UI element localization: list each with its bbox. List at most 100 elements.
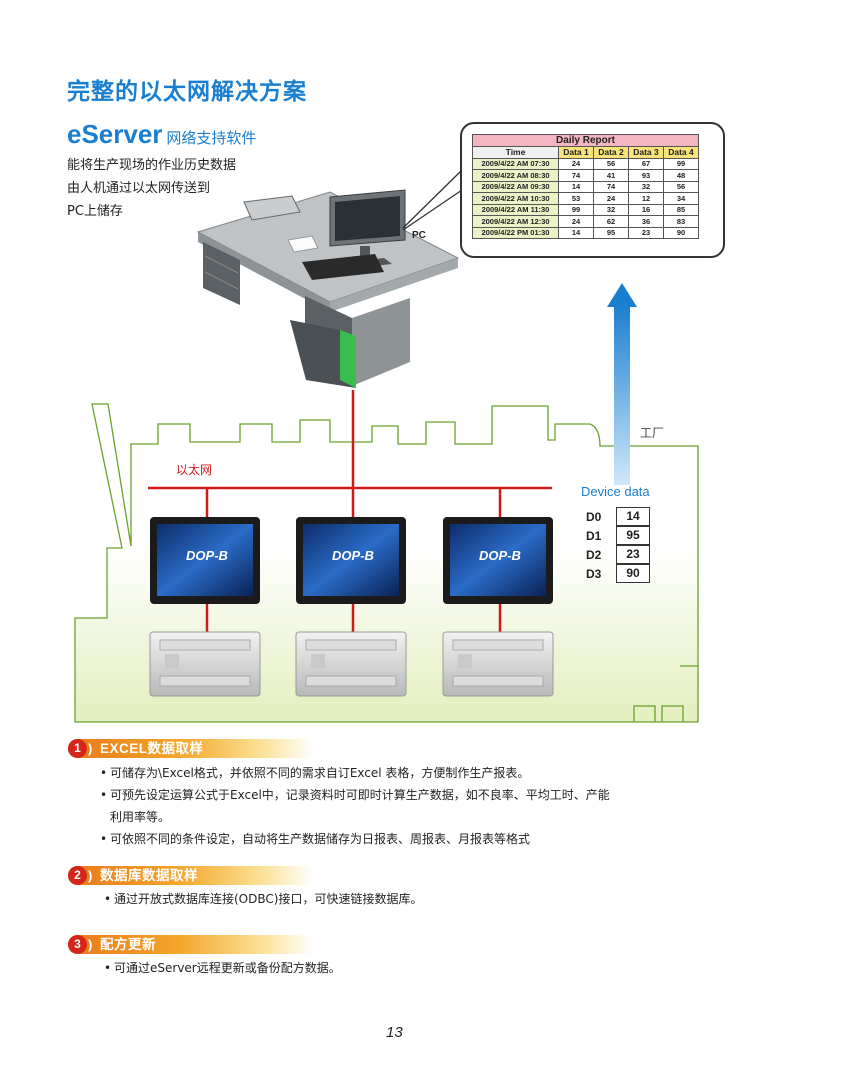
- feature-list-database: •通过开放式数据库连接(ODBC)接口，可快速链接数据库。: [104, 888, 422, 910]
- report-header-row: Time Data 1 Data 2 Data 3 Data 4: [473, 147, 699, 159]
- callout-line: [403, 190, 462, 230]
- report-row: 2009/4/22 AM 07:3024566799: [473, 158, 699, 170]
- report-value-cell: 67: [629, 158, 664, 170]
- feature-heading-recipe: 3 ) 配方更新: [68, 935, 313, 954]
- upload-arrow-shaft: [614, 305, 630, 485]
- report-time-cell: 2009/4/22 AM 08:30: [473, 170, 559, 182]
- list-item-text: 利用率等。: [110, 810, 170, 824]
- list-item: •可储存为\Excel格式，并依照不同的需求自订Excel 表格，方便制作生产报…: [100, 762, 610, 784]
- report-value-cell: 24: [559, 216, 594, 228]
- feature-number: 2: [68, 866, 87, 885]
- feature-title: 数据库数据取样: [100, 866, 198, 885]
- register-name: D0: [586, 510, 616, 524]
- report-value-cell: 56: [594, 158, 629, 170]
- hmi-brand-label: DOP-B: [172, 548, 242, 563]
- report-value-cell: 24: [559, 158, 594, 170]
- device-data-label: Device data: [581, 484, 650, 499]
- register-name: D2: [586, 548, 616, 562]
- report-value-cell: 32: [629, 181, 664, 193]
- report-header: Data 3: [629, 147, 664, 159]
- callout-line: [403, 170, 462, 228]
- report-value-cell: 12: [629, 193, 664, 205]
- list-item: •通过开放式数据库连接(ODBC)接口，可快速链接数据库。: [104, 888, 422, 910]
- register-name: D3: [586, 567, 616, 581]
- feature-list-excel: •可储存为\Excel格式，并依照不同的需求自订Excel 表格，方便制作生产报…: [100, 762, 610, 850]
- report-value-cell: 85: [664, 204, 699, 216]
- pc-label: PC: [412, 230, 426, 241]
- list-item-text: 可储存为\Excel格式，并依照不同的需求自订Excel 表格，方便制作生产报表…: [110, 766, 529, 780]
- hmi-brand-label: DOP-B: [465, 548, 535, 563]
- bullet-icon: •: [100, 828, 107, 850]
- upload-arrow-head: [607, 283, 637, 307]
- register-row: D223: [586, 545, 650, 564]
- register-value: 95: [616, 526, 650, 545]
- report-value-cell: 48: [664, 170, 699, 182]
- report-time-cell: 2009/4/22 AM 07:30: [473, 158, 559, 170]
- register-name: D1: [586, 529, 616, 543]
- report-value-cell: 74: [559, 170, 594, 182]
- bullet-icon: •: [100, 784, 107, 806]
- report-value-cell: 62: [594, 216, 629, 228]
- paren-glyph: ): [88, 739, 92, 758]
- list-item-text: 可依照不同的条件设定，自动将生产数据储存为日报表、周报表、月报表等格式: [110, 832, 530, 846]
- report-time-cell: 2009/4/22 AM 10:30: [473, 193, 559, 205]
- report-value-cell: 95: [594, 227, 629, 239]
- plc-device-3: [443, 632, 553, 696]
- feature-title: 配方更新: [100, 935, 156, 954]
- report-value-cell: 83: [664, 216, 699, 228]
- register-value: 90: [616, 564, 650, 583]
- feature-heading-database: 2 ) 数据库数据取样: [68, 866, 313, 885]
- report-title: Daily Report: [473, 135, 699, 147]
- list-item: •可依照不同的条件设定，自动将生产数据储存为日报表、周报表、月报表等格式: [100, 828, 610, 850]
- feature-title: EXCEL数据取样: [100, 739, 204, 758]
- feature-number: 1: [68, 739, 87, 758]
- page-number: 13: [386, 1024, 403, 1041]
- paren-glyph: ): [88, 935, 92, 954]
- list-item: •可通过eServer远程更新或备份配方数据。: [104, 957, 341, 979]
- register-row: D195: [586, 526, 650, 545]
- report-row: 2009/4/22 AM 08:3074419348: [473, 170, 699, 182]
- register-value: 23: [616, 545, 650, 564]
- report-time-cell: 2009/4/22 PM 01:30: [473, 227, 559, 239]
- report-header: Data 1: [559, 147, 594, 159]
- daily-report-table: Daily Report Time Data 1 Data 2 Data 3 D…: [472, 134, 699, 239]
- ethernet-label: 以太网: [176, 461, 212, 478]
- report-value-cell: 32: [594, 204, 629, 216]
- report-value-cell: 14: [559, 227, 594, 239]
- list-item-text: 可预先设定运算公式于Excel中，记录资料时可即时计算生产数据，如不良率、平均工…: [110, 788, 610, 802]
- report-value-cell: 41: [594, 170, 629, 182]
- report-value-cell: 36: [629, 216, 664, 228]
- report-value-cell: 99: [664, 158, 699, 170]
- report-time-cell: 2009/4/22 AM 09:30: [473, 181, 559, 193]
- paren-glyph: ): [88, 866, 92, 885]
- report-header: Time: [473, 147, 559, 159]
- report-value-cell: 90: [664, 227, 699, 239]
- report-value-cell: 16: [629, 204, 664, 216]
- report-value-cell: 74: [594, 181, 629, 193]
- report-value-cell: 24: [594, 193, 629, 205]
- report-value-cell: 99: [559, 204, 594, 216]
- plc-device-1: [150, 632, 260, 696]
- feature-number: 3: [68, 935, 87, 954]
- report-header: Data 4: [664, 147, 699, 159]
- report-value-cell: 34: [664, 193, 699, 205]
- bullet-icon: •: [104, 888, 111, 910]
- report-time-cell: 2009/4/22 AM 11:30: [473, 204, 559, 216]
- report-value-cell: 14: [559, 181, 594, 193]
- report-row: 2009/4/22 PM 01:3014952390: [473, 227, 699, 239]
- list-item-text: 可通过eServer远程更新或备份配方数据。: [114, 961, 341, 975]
- report-header: Data 2: [594, 147, 629, 159]
- hmi-brand-label: DOP-B: [318, 548, 388, 563]
- register-value: 14: [616, 507, 650, 526]
- feature-list-recipe: •可通过eServer远程更新或备份配方数据。: [104, 957, 341, 979]
- report-value-cell: 23: [629, 227, 664, 239]
- feature-heading-excel: 1 ) EXCEL数据取样: [68, 739, 313, 758]
- factory-label: 工厂: [640, 424, 664, 441]
